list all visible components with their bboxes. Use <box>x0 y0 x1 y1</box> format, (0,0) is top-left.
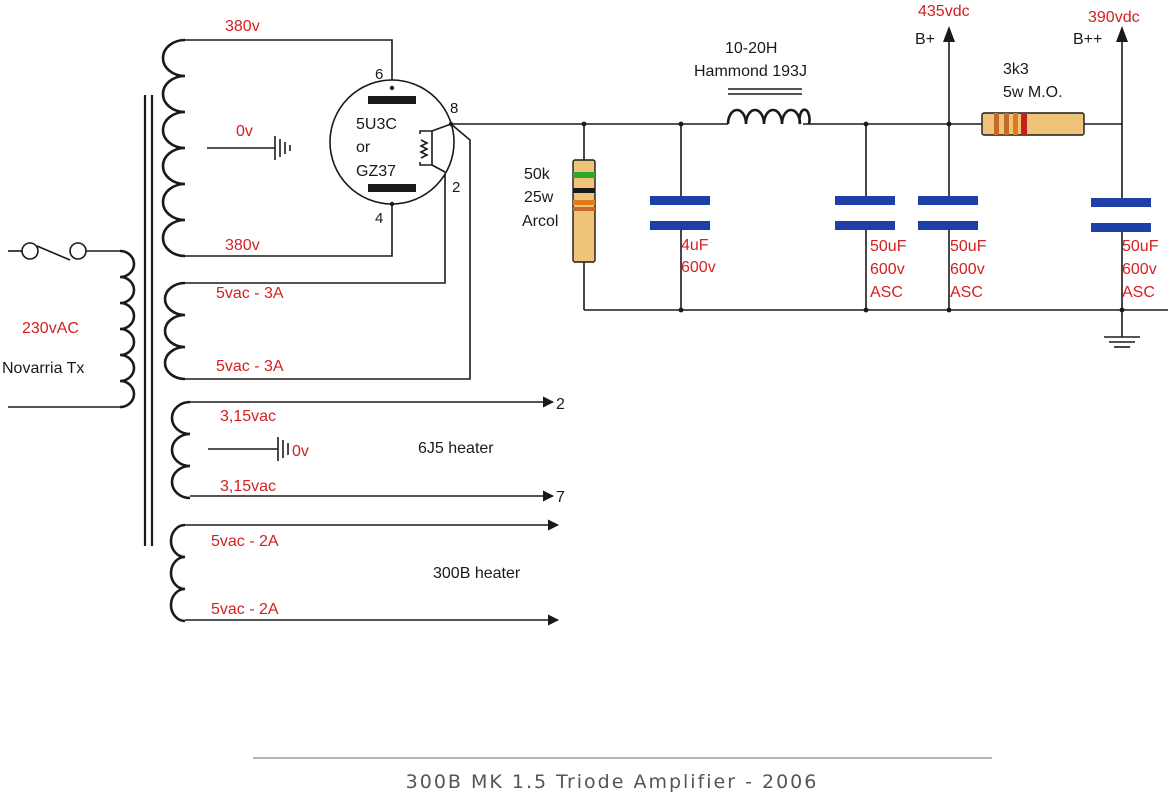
capacitor-4 <box>1091 198 1151 232</box>
tube-type-label-2: or <box>356 139 371 156</box>
cap4-voltage-label: 600v <box>1122 261 1157 278</box>
choke-model-label: Hammond 193J <box>694 63 807 80</box>
choke-inductor <box>726 88 811 125</box>
bleeder-resistor <box>572 159 596 263</box>
6j5-heater-name-label: 6J5 heater <box>418 440 494 457</box>
rectifier-tube <box>329 79 455 205</box>
tube-filament <box>419 139 429 159</box>
tube-cathode <box>419 130 433 166</box>
fuse-contact-right <box>69 242 87 260</box>
tube-plate-top <box>368 96 416 104</box>
6j5-heater-top-label: 3,15vac <box>220 408 276 425</box>
bplusplus-arrow-icon <box>1116 26 1128 42</box>
rect-heater-wire-top <box>185 172 446 284</box>
bleeder-wattage-label: 25w <box>524 189 554 206</box>
tube-pin-6-label: 6 <box>375 66 383 83</box>
bleeder-brand-label: Arcol <box>522 213 558 230</box>
300b-heater-bottom-label: 5vac - 2A <box>211 601 279 618</box>
series-resistor-type-label: 5w M.O. <box>1003 84 1063 101</box>
choke-value-label: 10-20H <box>725 40 777 57</box>
6j5-heater-bottom-label: 3,15vac <box>220 478 276 495</box>
capacitor-3 <box>918 196 978 230</box>
tube-pin-2-label: 2 <box>452 179 460 196</box>
hv-center-label: 0v <box>236 123 253 140</box>
bplus-arrow-icon <box>943 26 955 42</box>
tube-plate-bottom <box>368 184 416 192</box>
transformer-core <box>143 95 154 546</box>
6j5-heater-winding <box>170 400 191 500</box>
hv-secondary-winding <box>161 38 186 258</box>
cap2-type-label: ASC <box>870 284 903 301</box>
hv-top-label: 380v <box>225 18 260 35</box>
ground-symbol-main <box>1104 336 1140 348</box>
hv-bottom-label: 380v <box>225 237 260 254</box>
300b-heater-top-label: 5vac - 2A <box>211 533 279 550</box>
primary-winding <box>119 249 136 409</box>
diagram-footer-title: 300B MK 1.5 Triode Amplifier - 2006 <box>406 771 819 793</box>
6j5-pin-top-label: 2 <box>556 396 565 413</box>
cap1-value-label: 4uF <box>681 237 709 254</box>
mains-voltage-label: 230vAC <box>22 320 79 337</box>
300b-heater-name-label: 300B heater <box>433 565 521 582</box>
bplus-name-label: B+ <box>915 31 935 48</box>
tube-type-label-1: 5U3C <box>356 116 397 133</box>
bplusplus-name-label: B++ <box>1073 31 1102 48</box>
capacitor-1 <box>650 196 710 230</box>
series-resistor-value-label: 3k3 <box>1003 61 1029 78</box>
hv-bottom-wire <box>185 188 393 257</box>
ground-symbol-hv <box>274 136 291 160</box>
cap4-type-label: ASC <box>1122 284 1155 301</box>
cap4-value-label: 50uF <box>1122 238 1159 255</box>
ground-symbol-6j5 <box>277 437 289 461</box>
fuse-contact-left <box>21 242 39 260</box>
series-resistor <box>981 112 1085 136</box>
tube-pin-4-label: 4 <box>375 210 383 227</box>
hv-top-wire <box>185 39 393 96</box>
bleeder-value-label: 50k <box>524 166 551 183</box>
transformer-name-label: Novarria Tx <box>2 360 84 377</box>
cap2-voltage-label: 600v <box>870 261 905 278</box>
cap3-value-label: 50uF <box>950 238 987 255</box>
cap2-value-label: 50uF <box>870 238 907 255</box>
rect-heater-wire-bottom <box>185 123 471 380</box>
tube-pin-8-label: 8 <box>450 100 458 117</box>
6j5-heater-center-label: 0v <box>292 443 309 460</box>
tube-type-label-3: GZ37 <box>356 163 396 180</box>
bplus-voltage-label: 435vdc <box>918 3 970 20</box>
bplusplus-voltage-label: 390vdc <box>1088 9 1140 26</box>
cap1-voltage-label: 600v <box>681 259 716 276</box>
6j5-pin-bottom-label: 7 <box>556 489 565 506</box>
cap3-type-label: ASC <box>950 284 983 301</box>
capacitor-2 <box>835 196 895 230</box>
fuse-switch <box>36 245 71 261</box>
300b-heater-winding <box>169 523 186 623</box>
rect-heater-top-label: 5vac - 3A <box>216 285 284 302</box>
mains-input <box>8 242 120 408</box>
junction-dots <box>581 121 1125 313</box>
cap3-voltage-label: 600v <box>950 261 985 278</box>
rectifier-heater-winding <box>163 281 186 381</box>
rect-heater-bottom-label: 5vac - 3A <box>216 358 284 375</box>
